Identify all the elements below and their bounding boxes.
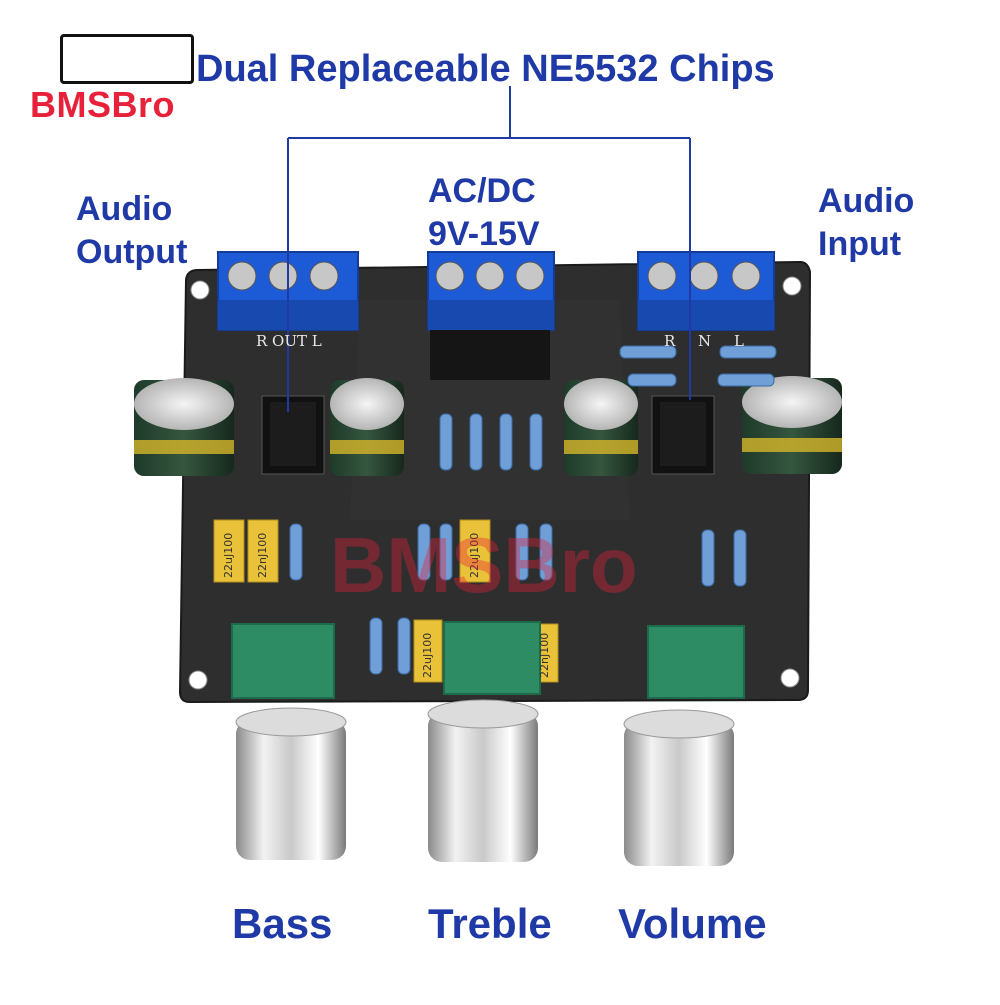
mounting-holes (188, 276, 802, 690)
volume-knob-label: Volume (618, 900, 767, 947)
power-terminal-block (427, 251, 555, 380)
power-label-line2: 9V-15V (428, 214, 540, 253)
input-terminal-block (637, 251, 775, 331)
audio-output-label-line2: Output (76, 232, 188, 271)
power-label: AC/DC 9V-15V (428, 170, 540, 255)
bass-knob-label: Bass (232, 900, 333, 947)
brand-logo: BMSBro (30, 84, 175, 125)
film-capacitors (213, 519, 559, 683)
watermark: BMSBro (330, 521, 638, 609)
audio-output-label: Audio Output (76, 188, 187, 273)
cap-marking-4: 22uJ100 (421, 632, 434, 678)
treble-knob-label: Treble (428, 900, 552, 947)
cap-marking-2: 22nJ100 (256, 532, 269, 578)
electrolytic-capacitors (134, 376, 842, 476)
potentiometers (231, 621, 745, 699)
chip-callout-lines (287, 86, 691, 412)
power-label-line1: AC/DC (428, 172, 536, 210)
audio-input-label-line2: Input (818, 224, 902, 263)
audio-output-label-line1: Audio (76, 190, 173, 228)
knobs (235, 699, 735, 866)
audio-input-label: Audio Input (818, 180, 914, 265)
audio-input-label-line1: Audio (818, 182, 915, 220)
output-silkscreen: R OUT L (256, 332, 322, 350)
ne5532-chips (261, 395, 715, 475)
chip-callout-title: Dual Replaceable NE5532 Chips (196, 48, 775, 90)
input-silkscreen: R N L (664, 332, 744, 350)
resistors (289, 345, 777, 675)
cap-marking-1: 22uJ100 (222, 532, 235, 578)
logo-box (60, 34, 194, 84)
cap-marking-5: 22nJ100 (538, 632, 551, 678)
pcb-board (178, 260, 812, 704)
